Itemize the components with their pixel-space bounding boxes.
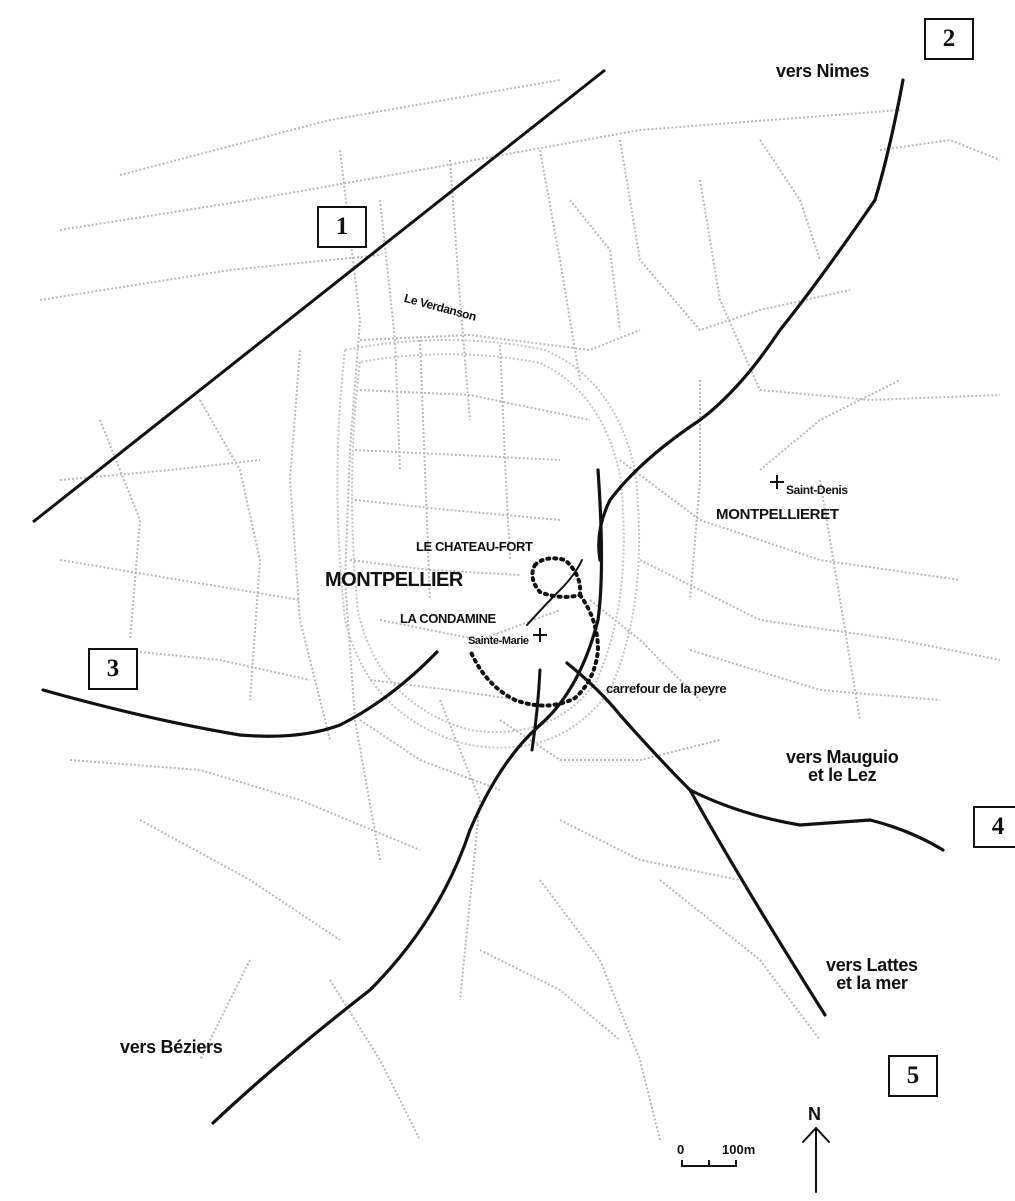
label-chateau-fort: LE CHATEAU-FORT	[416, 539, 533, 554]
label-vers-lattes-line1: vers Lattes	[826, 955, 918, 975]
chateau-outline	[468, 556, 601, 708]
marker-box-1: 1	[317, 206, 367, 248]
label-vers-lattes: vers Lattes et la mer	[826, 956, 918, 992]
label-vers-beziers: vers Béziers	[120, 1037, 223, 1057]
marker-box-4: 4	[973, 806, 1015, 848]
marker-box-2: 2	[924, 18, 974, 60]
label-saint-denis: Saint-Denis	[786, 483, 848, 497]
road-to-mauguio	[688, 788, 945, 852]
label-vers-mauguio: vers Mauguio et le Lez	[786, 747, 899, 785]
north-label: N	[808, 1104, 821, 1124]
label-vers-mauguio-line1: vers Mauguio	[786, 747, 899, 767]
label-montpellier: MONTPELLIER	[325, 569, 463, 591]
scale-bar	[681, 1160, 737, 1167]
label-sainte-marie: Sainte-Marie	[468, 635, 529, 647]
church-cross-icon	[533, 628, 547, 642]
scale-start-label: 0	[677, 1142, 685, 1157]
marker-box-3: 3	[88, 648, 138, 690]
road-south-spur	[530, 668, 542, 752]
road-to-beziers	[211, 468, 604, 1125]
label-vers-lattes-line2: et la mer	[836, 973, 908, 993]
road-condamine-spur	[526, 559, 583, 626]
north-arrow-icon	[802, 1127, 830, 1193]
label-vers-mauguio-line2: et le Lez	[808, 765, 877, 785]
label-condamine: LA CONDAMINE	[400, 611, 496, 626]
scale-end-label: 100m	[722, 1142, 756, 1157]
road-to-nimes	[597, 78, 905, 562]
church-cross-icon	[770, 475, 784, 489]
town-wall-outline	[336, 339, 641, 749]
label-carrefour: carrefour de la peyre	[606, 681, 727, 696]
road-from-west	[41, 650, 439, 738]
main-roads	[41, 78, 945, 1125]
marker-box-5: 5	[888, 1055, 938, 1097]
road-to-lattes	[565, 661, 827, 1017]
label-montpellieret: MONTPELLIERET	[716, 506, 839, 523]
boundary-line	[32, 68, 606, 524]
street-network	[39, 79, 1001, 1141]
label-vers-nimes: vers Nimes	[776, 61, 870, 81]
